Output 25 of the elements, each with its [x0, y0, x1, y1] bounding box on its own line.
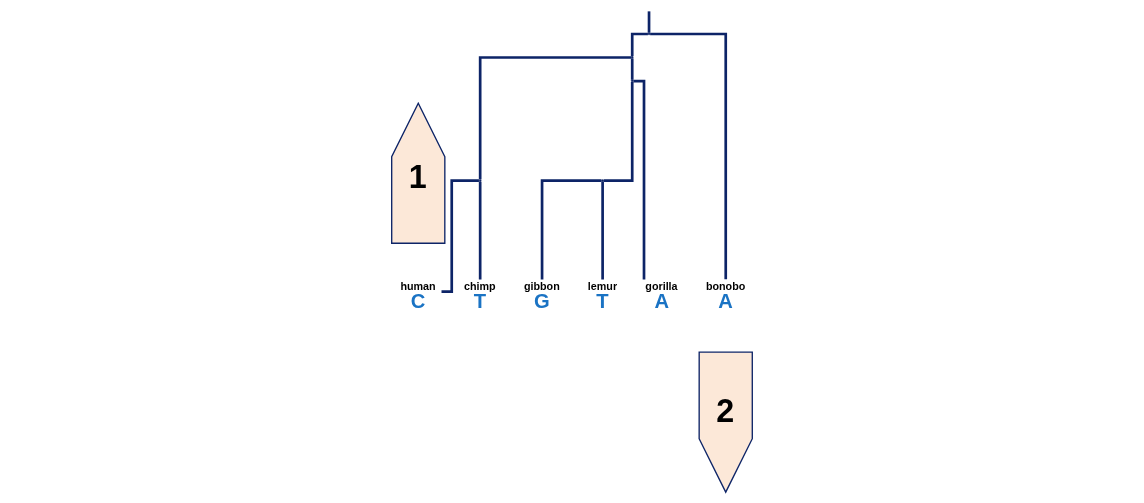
connector — [540, 179, 602, 280]
connector — [647, 11, 651, 33]
node-label: T — [473, 290, 487, 313]
node-text: lemur — [587, 280, 618, 293]
node-label: A — [718, 290, 733, 313]
connector — [601, 181, 604, 280]
connector — [478, 181, 482, 280]
node-point — [647, 32, 651, 36]
node-label: T — [596, 290, 609, 313]
node-text: gorilla — [645, 280, 678, 293]
node-point — [601, 179, 604, 182]
node-point — [630, 79, 634, 83]
node-label: A — [654, 290, 669, 313]
node-point — [630, 56, 634, 59]
node-label: G — [533, 290, 550, 313]
node-text: gibbon — [523, 280, 560, 293]
node-text: bonobo — [705, 280, 746, 293]
node-label: C — [410, 290, 426, 313]
node-text: human — [400, 280, 436, 293]
node-text: chimp — [464, 280, 496, 293]
node-point — [478, 179, 482, 182]
connector — [630, 58, 634, 80]
connector — [650, 32, 728, 280]
connector — [630, 32, 648, 57]
connector — [633, 79, 646, 280]
